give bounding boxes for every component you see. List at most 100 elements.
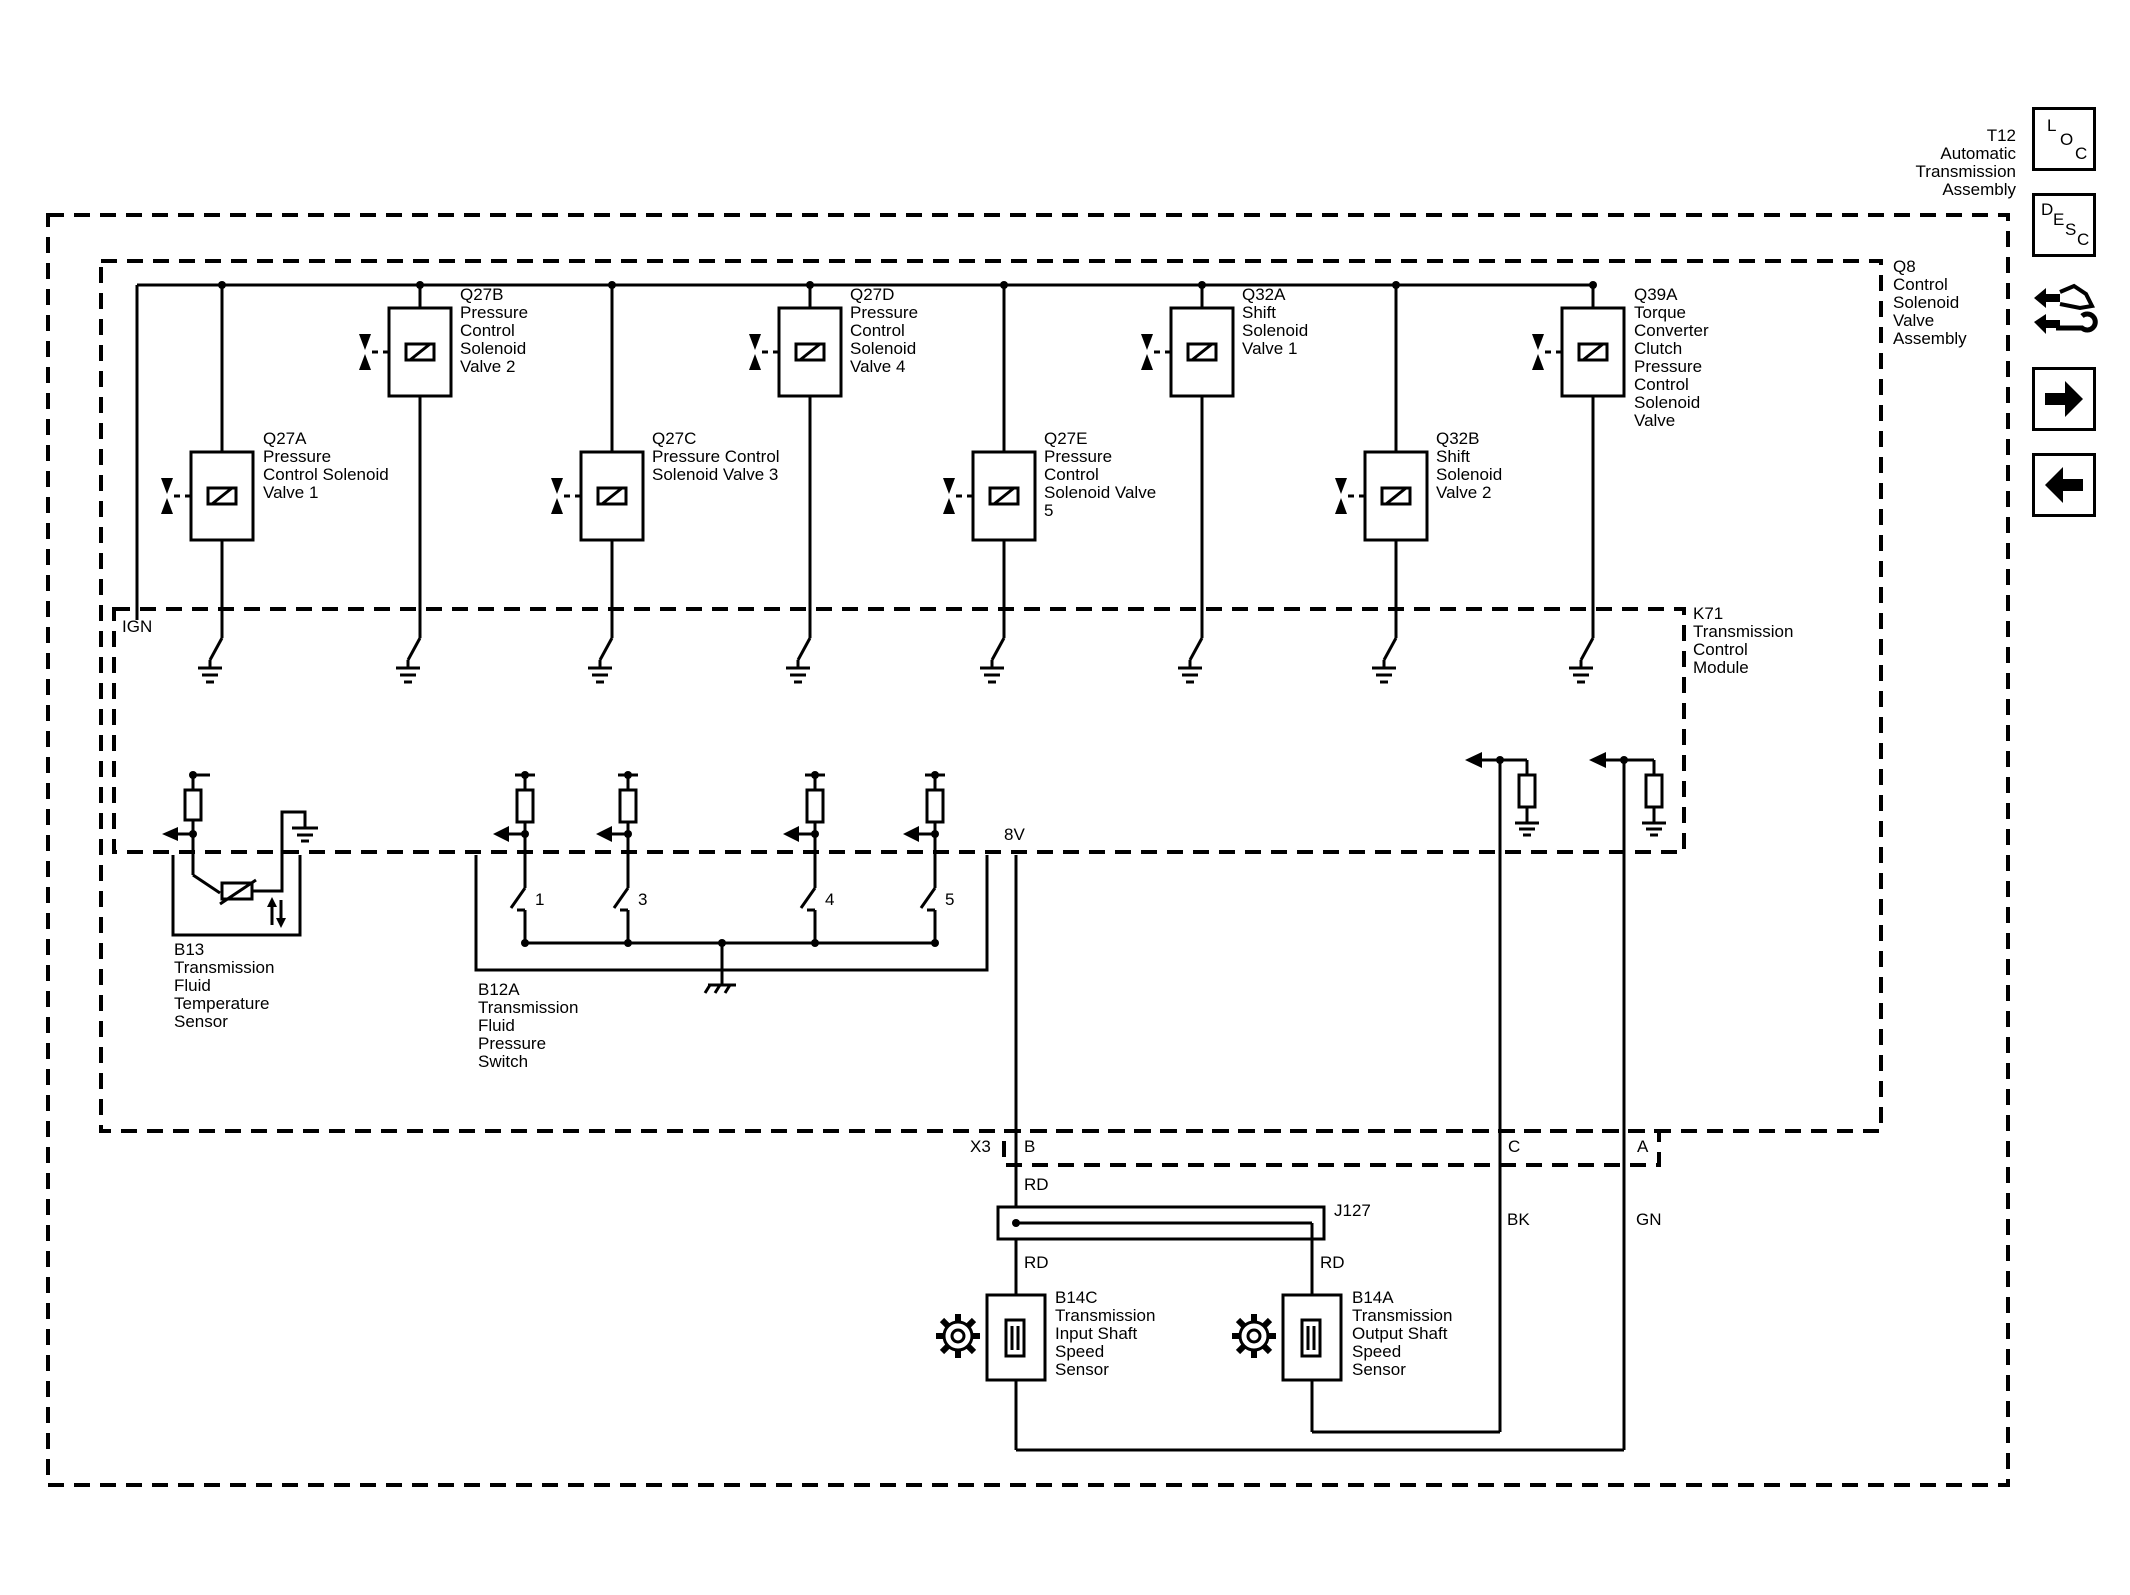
x3-connector-boundary: [1002, 1129, 1661, 1167]
solenoid-label: Q27A: [263, 429, 307, 448]
solenoid-label: Pressure Control: [652, 447, 780, 466]
svg-text:Switch: Switch: [478, 1052, 528, 1071]
svg-text:Speed: Speed: [1352, 1342, 1401, 1361]
t12-boundary: [46, 213, 2010, 1487]
solenoid-label: Control: [460, 321, 515, 340]
solenoid-label: Solenoid Valve: [1044, 483, 1156, 502]
solenoid-label: Q39A: [1634, 285, 1678, 304]
svg-text:Assembly: Assembly: [1893, 329, 1967, 348]
svg-text:B12A: B12A: [478, 980, 520, 999]
connector-icon[interactable]: [2030, 278, 2100, 348]
svg-text:Temperature: Temperature: [174, 994, 269, 1013]
gear-icon: [1232, 1314, 1276, 1358]
k71-boundary: [112, 607, 1686, 854]
location-button[interactable]: L O C: [2032, 107, 2096, 171]
svg-text:Transmission: Transmission: [1916, 162, 2016, 181]
switch-number: 4: [825, 890, 834, 909]
solenoid-label: Q27B: [460, 285, 503, 304]
bk-wire-label: BK: [1507, 1210, 1530, 1229]
arrow-right-icon: [2045, 381, 2083, 417]
solenoid-label: Pressure: [850, 303, 918, 322]
svg-text:Sensor: Sensor: [1055, 1360, 1109, 1379]
pin-c-label: C: [1508, 1137, 1520, 1156]
description-button[interactable]: D E S C: [2032, 193, 2096, 257]
svg-text:T12: T12: [1987, 126, 2016, 145]
solenoid-label: Valve: [1634, 411, 1675, 430]
svg-text:B14A: B14A: [1352, 1288, 1394, 1307]
solenoid-label: 5: [1044, 501, 1053, 520]
svg-text:Module: Module: [1693, 658, 1749, 677]
t12-label: T12 Automatic Transmission Assembly: [1916, 126, 2017, 199]
rd-wire-label: RD: [1024, 1175, 1049, 1194]
solenoid-label: Valve 2: [1436, 483, 1491, 502]
svg-text:Pressure: Pressure: [478, 1034, 546, 1053]
pin-b-label: B: [1024, 1137, 1035, 1156]
pressure-switch: 1: [493, 771, 544, 947]
svg-text:Q8: Q8: [1893, 257, 1916, 276]
ign-label: IGN: [122, 617, 152, 636]
solenoid-label: Q27E: [1044, 429, 1087, 448]
solenoid-label: Shift: [1242, 303, 1276, 322]
svg-text:Valve: Valve: [1893, 311, 1934, 330]
q8-boundary: [99, 259, 1883, 1133]
next-page-button[interactable]: [2032, 367, 2096, 431]
solenoid-label: Valve 1: [263, 483, 318, 502]
solenoid-label: Control: [1634, 375, 1689, 394]
svg-text:Solenoid: Solenoid: [1893, 293, 1959, 312]
svg-text:Transmission: Transmission: [1055, 1306, 1155, 1325]
svg-text:B13: B13: [174, 940, 204, 959]
rd-wire-label-b14c: RD: [1024, 1253, 1049, 1272]
solenoid-label: Torque: [1634, 303, 1686, 322]
svg-text:Output Shaft: Output Shaft: [1352, 1324, 1448, 1343]
svg-text:Transmission: Transmission: [1352, 1306, 1452, 1325]
switch-number: 5: [945, 890, 954, 909]
svg-text:Transmission: Transmission: [478, 998, 578, 1017]
x3-label: X3: [970, 1137, 991, 1156]
solenoid-label: Solenoid: [1242, 321, 1308, 340]
solenoid-label: Valve 1: [1242, 339, 1297, 358]
gear-icon: [936, 1314, 980, 1358]
pin-a-label: A: [1637, 1137, 1649, 1156]
k71-label: K71 Transmission Control Module: [1693, 604, 1793, 677]
svg-text:Transmission: Transmission: [174, 958, 274, 977]
solenoid-label: Q32A: [1242, 285, 1286, 304]
gn-wire-label: GN: [1636, 1210, 1662, 1229]
switch-number: 3: [638, 890, 647, 909]
pressure-switch: 3: [596, 771, 647, 947]
j127-label: J127: [1334, 1201, 1371, 1220]
svg-text:Speed: Speed: [1055, 1342, 1104, 1361]
svg-text:Sensor: Sensor: [1352, 1360, 1406, 1379]
solenoid-label: Pressure: [263, 447, 331, 466]
solenoid-label: Q27C: [652, 429, 696, 448]
b13-temperature-sensor: B13 Transmission Fluid Temperature Senso…: [162, 771, 318, 1031]
svg-text:B14C: B14C: [1055, 1288, 1098, 1307]
q8-label: Q8 Control Solenoid Valve Assembly: [1893, 257, 1967, 348]
rd-wire-label-b14a: RD: [1320, 1253, 1345, 1272]
svg-text:Automatic: Automatic: [1940, 144, 2016, 163]
solenoid-label: Pressure: [460, 303, 528, 322]
solenoid-label: Clutch: [1634, 339, 1682, 358]
8v-label: 8V: [1004, 825, 1025, 844]
b12a-pressure-switch: B12A Transmission Fluid Pressure Switch …: [474, 771, 989, 1071]
speed-sensor-circuit: 8V X3 B C A RD RD RD BK GN J127 B14C Tra…: [970, 752, 1666, 1452]
solenoid-label: Q27D: [850, 285, 894, 304]
solenoid-label: Solenoid: [850, 339, 916, 358]
switch-number: 1: [535, 890, 544, 909]
solenoid-label: Q32B: [1436, 429, 1479, 448]
solenoid-label: Control Solenoid: [263, 465, 389, 484]
svg-text:Fluid: Fluid: [478, 1016, 515, 1035]
previous-page-button[interactable]: [2032, 453, 2096, 517]
pressure-switch: 4: [783, 771, 834, 947]
solenoid-label: Solenoid: [1634, 393, 1700, 412]
arrow-left-icon: [2045, 467, 2083, 503]
solenoid-label: Pressure: [1044, 447, 1112, 466]
svg-text:Transmission: Transmission: [1693, 622, 1793, 641]
svg-text:Sensor: Sensor: [174, 1012, 228, 1031]
